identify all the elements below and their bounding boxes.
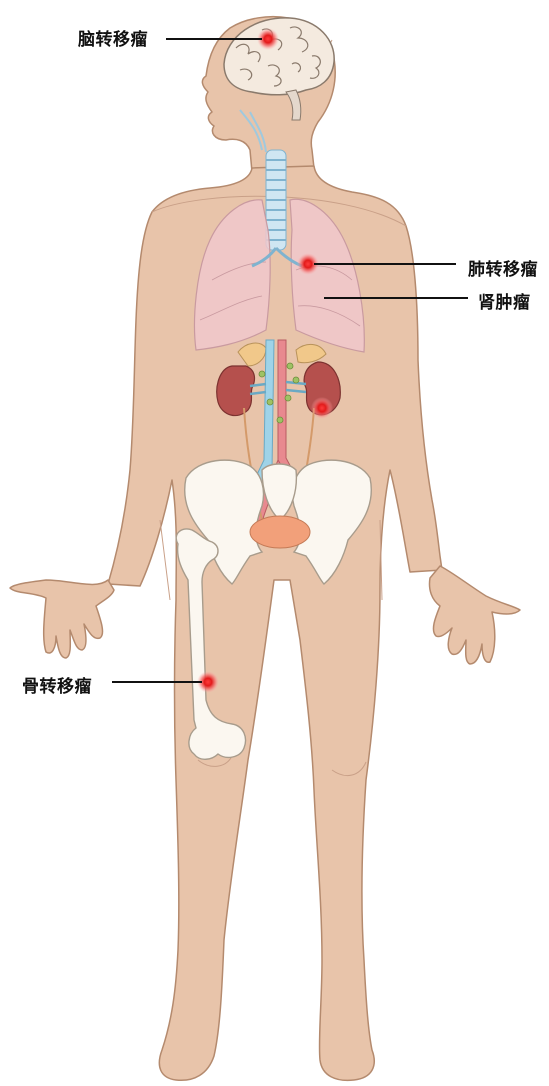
- label-brain-metastasis: 脑转移瘤: [78, 25, 148, 50]
- label-lung-metastasis: 肺转移瘤: [468, 255, 538, 280]
- label-kidney-tumor: 肾肿瘤: [478, 288, 531, 313]
- label-bone-metastasis: 骨转移瘤: [22, 672, 92, 697]
